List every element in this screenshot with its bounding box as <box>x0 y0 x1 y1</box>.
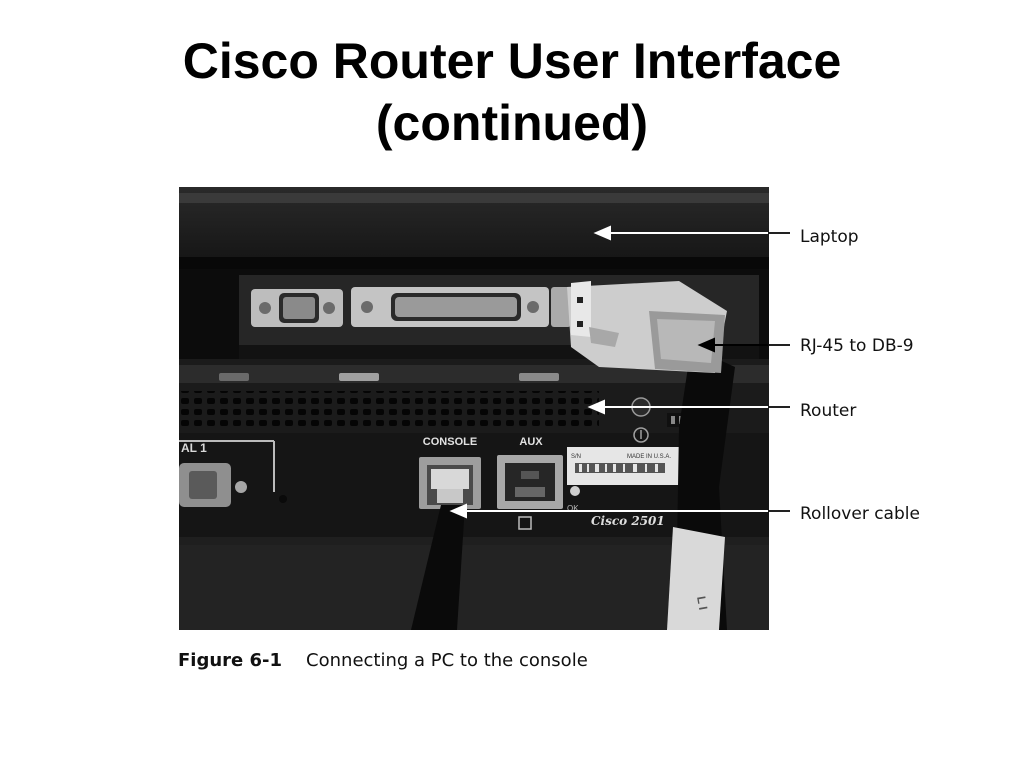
slide-title-line1: Cisco Router User Interface <box>182 33 842 89</box>
sn-label: S/N <box>571 454 581 460</box>
rollover-cable: L I <box>411 347 735 630</box>
serial-number-sticker: S/N MADE IN U.S.A. <box>567 447 685 485</box>
figure-caption: Figure 6-1 Connecting a PC to the console <box>178 650 588 671</box>
figure-caption-text: Connecting a PC to the console <box>306 650 588 671</box>
serial-port-label: AL 1 <box>181 441 207 455</box>
console-port-label: CONSOLE <box>423 436 477 448</box>
made-in-label: MADE IN U.S.A. <box>627 454 671 460</box>
slide-title-line2: (continued) <box>375 95 649 151</box>
router-chassis: AL 1 CONSOLE AUX S/N MADE IN U.S.A. <box>179 359 769 537</box>
console-port <box>419 457 481 509</box>
vga-port <box>251 289 343 327</box>
callout-router: Router <box>800 401 857 421</box>
ok-led-label: OK <box>567 504 579 513</box>
callout-rj45-db9: RJ-45 to DB-9 <box>800 336 914 356</box>
parallel-port <box>351 287 549 327</box>
callout-laptop: Laptop <box>800 227 859 247</box>
router-console-photo: AL 1 CONSOLE AUX S/N MADE IN U.S.A. <box>179 187 769 630</box>
slide-title: Cisco Router User Interface (continued) <box>0 30 1024 154</box>
figure-number: Figure 6-1 <box>178 650 283 671</box>
svg-text:L I: L I <box>694 595 710 611</box>
router-model-label: Cisco 2501 <box>591 514 665 528</box>
rj45-db9-adapter <box>567 281 727 373</box>
callout-rollover-cable: Rollover cable <box>800 504 920 524</box>
aux-port-label: AUX <box>519 436 543 448</box>
aux-port <box>497 455 563 509</box>
